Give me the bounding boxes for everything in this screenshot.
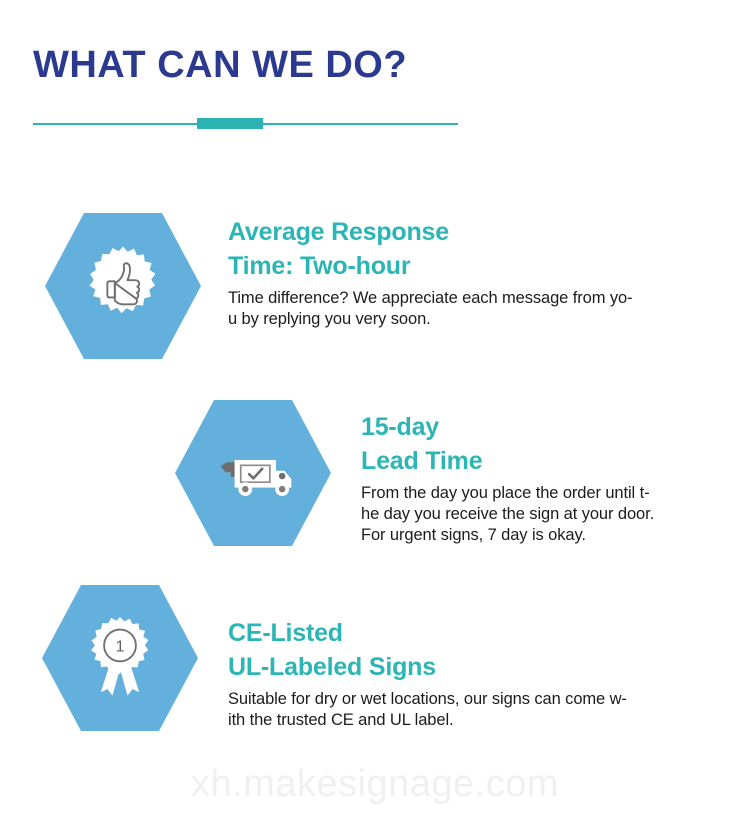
feature-text-block: 15-day Lead Time From the day you place … <box>361 400 654 546</box>
feature-heading: 15-day Lead Time <box>361 411 654 478</box>
thumbs-up-badge-icon <box>80 243 166 329</box>
feature-body-line-1: From the day you place the order until t… <box>361 484 650 502</box>
award-rosette-icon: 1 <box>78 612 162 704</box>
feature-item-ce-ul-listed: 1 CE-Listed UL-Labeled Signs Suitable fo… <box>42 585 627 731</box>
feature-heading-line-1: CE-Listed <box>228 619 343 647</box>
feature-heading-line-2: UL-Labeled Signs <box>228 652 436 681</box>
feature-body-line-1: Suitable for dry or wet locations, our s… <box>228 690 627 708</box>
feature-heading-line-2: Lead Time <box>361 446 483 475</box>
feature-body-line-2: ith the trusted CE and UL label. <box>228 711 454 730</box>
svg-text:1: 1 <box>116 639 125 656</box>
feature-body-line-2: u by replying you very soon. <box>228 310 431 329</box>
feature-body-line-3: For urgent signs, 7 day is okay. <box>361 526 586 545</box>
site-watermark: xh.makesignage.com <box>190 763 560 805</box>
hexagon-badge: 1 <box>42 585 198 731</box>
feature-heading-line-1: 15-day <box>361 413 440 441</box>
page-title: WHAT CAN WE DO? <box>33 44 408 86</box>
feature-text-block: CE-Listed UL-Labeled Signs Suitable for … <box>228 585 627 731</box>
hexagon-badge <box>45 213 201 359</box>
hexagon-badge <box>175 400 331 546</box>
feature-body-line-2: he day you receive the sign at your door… <box>361 505 655 524</box>
delivery-truck-icon <box>207 438 299 508</box>
feature-item-lead-time: 15-day Lead Time From the day you place … <box>175 400 654 546</box>
feature-heading-line-2: Time: Two-hour <box>228 251 411 280</box>
feature-body-line-1: Time difference? We appreciate each mess… <box>228 289 633 307</box>
title-divider <box>33 118 458 130</box>
feature-heading-line-1: Average Response <box>228 218 449 246</box>
feature-text-block: Average Response Time: Two-hour Time dif… <box>228 213 633 330</box>
feature-body: From the day you place the order until t… <box>361 483 654 546</box>
feature-heading: Average Response Time: Two-hour <box>228 216 632 283</box>
feature-body: Time difference? We appreciate each mess… <box>228 288 633 330</box>
feature-item-average-response-time: Average Response Time: Two-hour Time dif… <box>45 213 633 359</box>
divider-accent-bar <box>197 118 263 129</box>
feature-heading: CE-Listed UL-Labeled Signs <box>228 617 627 684</box>
feature-body: Suitable for dry or wet locations, our s… <box>228 689 627 731</box>
